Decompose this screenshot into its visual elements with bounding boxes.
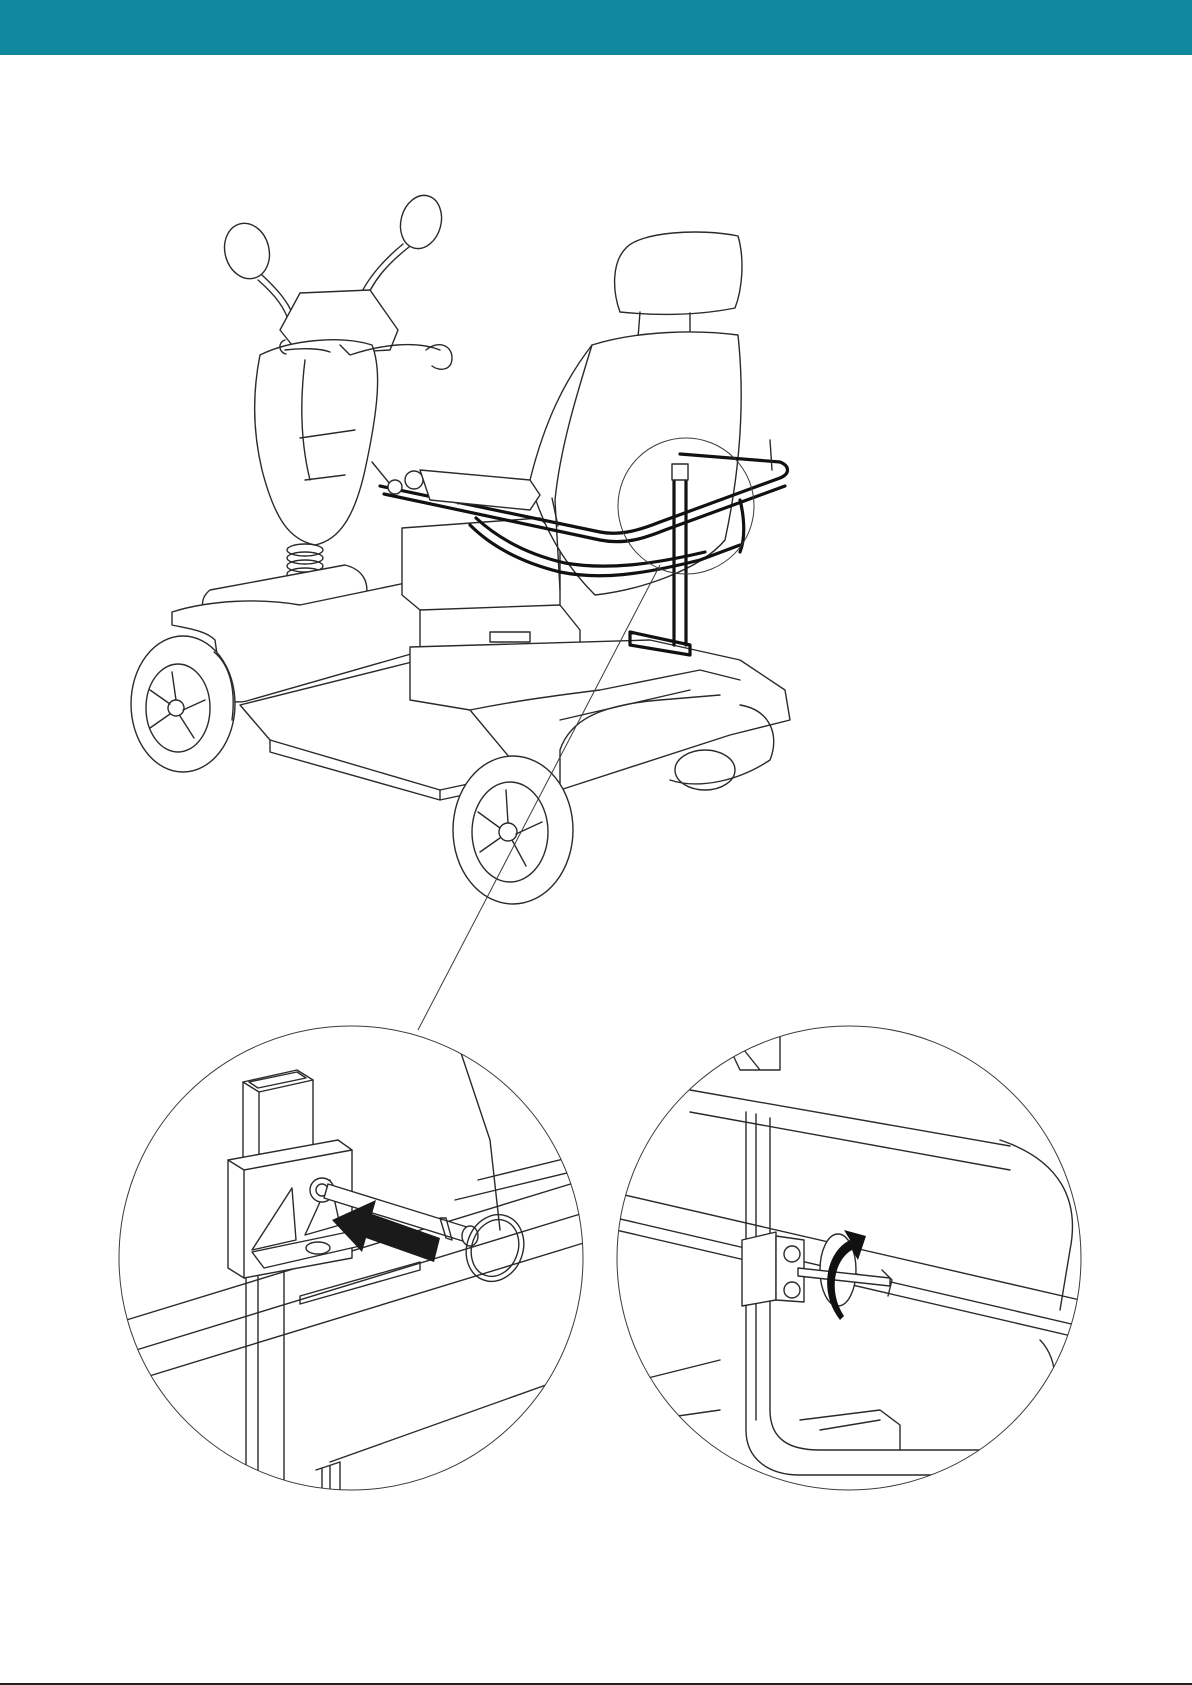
mirror-right (358, 191, 447, 305)
detail-left-pin-insertion (110, 1026, 600, 1500)
header-band (0, 0, 1192, 55)
assembly-illustration (0, 55, 1192, 1675)
detail-right-pin-rotation (616, 1026, 1081, 1490)
scooter-illustration (131, 191, 790, 1030)
mirror-left (219, 218, 296, 326)
front-wheel-left (131, 636, 235, 772)
rear-wheel-left (453, 756, 573, 904)
